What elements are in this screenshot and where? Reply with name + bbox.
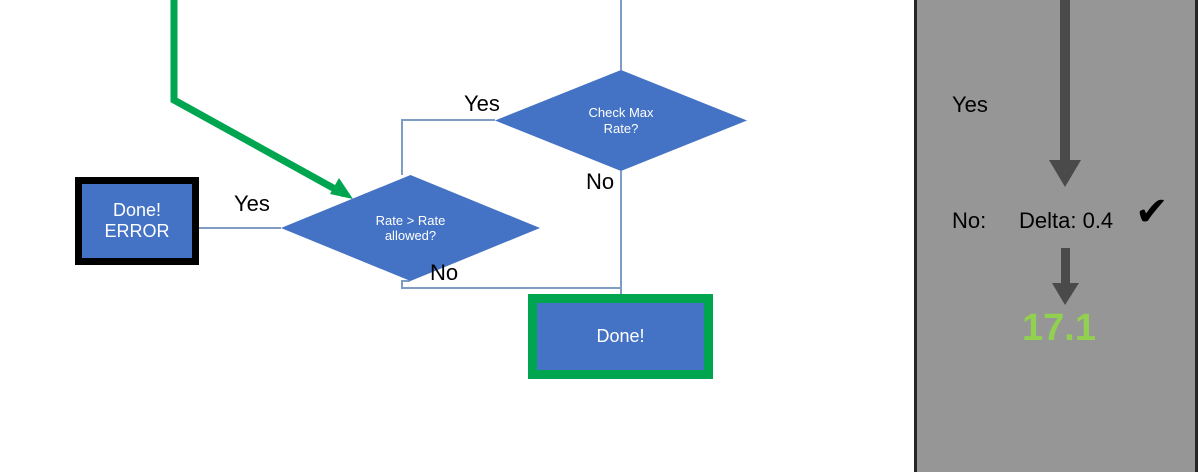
terminal-done-error-label: Done! ERROR xyxy=(104,199,170,241)
green-highlight-path xyxy=(170,0,353,199)
decision-rate-gt-rate-allowed-label: Rate > Rate allowed? xyxy=(375,212,446,243)
green-arrowhead xyxy=(330,178,353,199)
terminal-done-label: Done! xyxy=(596,325,645,346)
connector-checkmax-yes xyxy=(401,119,495,175)
down-arrow-short-icon xyxy=(1052,248,1079,305)
terminal-done[interactable]: Done! xyxy=(528,294,713,379)
side-panel: Yes No: Delta: 0.4 ✔ 17.1 xyxy=(914,0,1198,472)
decision-check-max-rate-label: Check Max Rate? xyxy=(588,105,654,136)
terminal-done-error[interactable]: Done! ERROR xyxy=(75,177,199,265)
flowchart-pane: Check Max Rate? Rate > Rate allowed? Don… xyxy=(75,0,747,379)
connector-rate-no xyxy=(401,280,621,289)
flowchart-connectors xyxy=(170,0,622,300)
down-arrow-long-icon xyxy=(1049,0,1081,187)
side-panel-arrows xyxy=(1049,0,1081,305)
